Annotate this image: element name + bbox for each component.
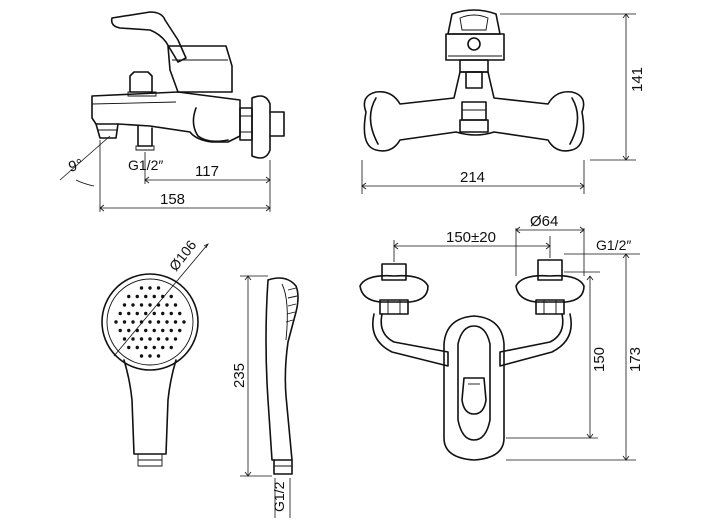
front-width-label: 214: [460, 169, 485, 186]
nozzle-dot: [118, 311, 122, 316]
nozzle-dot: [165, 320, 169, 324]
nozzle-dot: [152, 328, 156, 333]
nozzle-dot: [144, 311, 148, 316]
top-height-inner-label: 150: [591, 347, 608, 372]
nozzle-dot: [127, 328, 131, 333]
nozzle-dot: [161, 328, 165, 333]
nozzle-dot: [135, 311, 139, 316]
front-height-label: 141: [629, 67, 646, 92]
front-view: 141 214: [361, 9, 646, 194]
nozzle-dot: [165, 303, 169, 307]
nozzle-dot: [144, 328, 148, 333]
nozzle-dot: [139, 320, 144, 324]
nozzle-dot: [139, 337, 144, 341]
top-eccentric-label: Ø64: [530, 213, 558, 230]
nozzle-dot: [114, 320, 118, 324]
nozzle-dot: [178, 328, 182, 333]
nozzle-dot: [156, 354, 161, 358]
nozzle-dot: [118, 328, 122, 333]
nozzle-dot: [135, 345, 139, 350]
hand-shower-front-view: Ø106: [101, 237, 209, 467]
nozzle-dot: [144, 294, 148, 299]
nozzle-dot: [139, 354, 144, 358]
nozzle-dot: [173, 320, 178, 324]
nozzle-dot: [148, 320, 152, 324]
nozzle-dot: [131, 303, 135, 307]
nozzle-dot: [152, 345, 156, 350]
nozzle-dot: [169, 311, 173, 316]
nozzle-dot: [127, 345, 131, 350]
nozzle-dot: [182, 320, 186, 324]
nozzle-dot: [173, 303, 178, 307]
nozzle-dot: [161, 311, 165, 316]
nozzle-dot: [173, 337, 178, 341]
nozzle-dot: [156, 337, 161, 341]
nozzle-dot: [169, 294, 173, 299]
nozzle-dot: [161, 345, 165, 350]
nozzle-dot: [139, 286, 144, 290]
nozzle-dot: [156, 286, 161, 290]
top-height-outer-label: 173: [627, 347, 644, 372]
shower-diameter-label: Ø106: [166, 237, 200, 274]
angle-label: 9°: [67, 156, 85, 176]
nozzle-dot: [122, 337, 127, 341]
nozzle-dot: [152, 311, 156, 316]
shower-length-label: 235: [231, 363, 248, 388]
top-thread-label: G1/2″: [596, 237, 631, 253]
nozzle-dot: [152, 294, 156, 299]
nozzle-dot: [148, 337, 152, 341]
nozzle-dot: [122, 303, 127, 307]
nozzle-dot: [131, 320, 135, 324]
shower-thread-label: G1/2: [271, 481, 287, 512]
nozzle-dot: [139, 303, 144, 307]
nozzle-dot: [127, 311, 131, 316]
nozzle-dot: [156, 320, 161, 324]
nozzle-dot: [169, 345, 173, 350]
nozzle-dot: [148, 286, 152, 290]
nozzle-dot: [148, 303, 152, 307]
side-thread-label: G1/2″: [128, 157, 163, 173]
top-spacing-label: 150±20: [446, 229, 496, 246]
side-depth-label: 117: [195, 163, 219, 180]
nozzle-dot: [135, 294, 139, 299]
nozzle-grid: [114, 286, 186, 358]
top-view: 150±20 Ø64 G1/2″ 150 173: [359, 213, 644, 461]
nozzle-dot: [178, 311, 182, 316]
nozzle-dot: [169, 328, 173, 333]
nozzle-dot: [127, 294, 131, 299]
side-length-label: 158: [160, 191, 185, 208]
nozzle-dot: [144, 345, 148, 350]
hand-shower-side-view: 235 G1/2: [231, 275, 299, 518]
nozzle-dot: [165, 337, 169, 341]
side-view: 9° G1/2″ 117 158: [59, 11, 285, 212]
nozzle-dot: [131, 337, 135, 341]
nozzle-dot: [122, 320, 127, 324]
nozzle-dot: [148, 354, 152, 358]
